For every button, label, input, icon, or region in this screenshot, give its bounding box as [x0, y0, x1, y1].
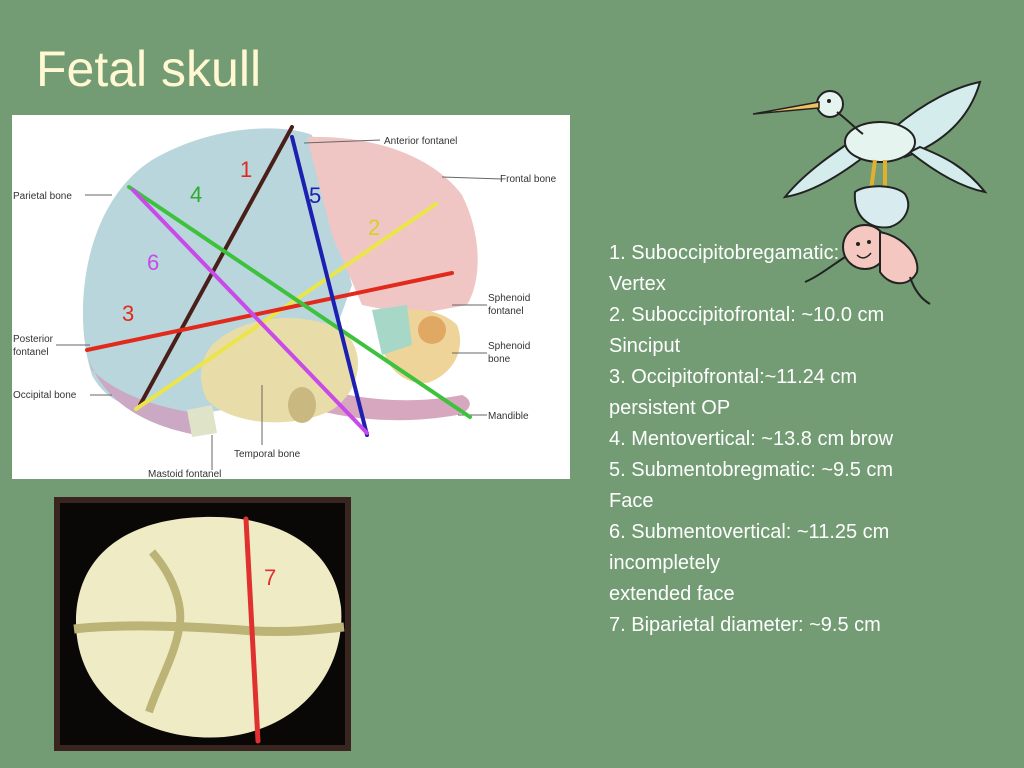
skull-top-svg: 7: [60, 503, 345, 745]
legend-line: incompletely: [609, 552, 721, 574]
orbit-shape: [418, 316, 446, 344]
baby-leg: [909, 276, 931, 305]
label-mastoid-fontanel: Mastoid fontanel: [148, 469, 221, 479]
diameter-lines: [85, 125, 472, 437]
diameter-number-1: 1: [240, 157, 252, 182]
diameter-number-2: 2: [368, 215, 380, 240]
legend-line: 7. Biparietal diameter: ~9.5 cm: [609, 614, 881, 636]
skull-top-view: 7: [54, 497, 351, 751]
label-parietal-bone: Parietal bone: [13, 191, 72, 202]
label-frontal-bone: Frontal bone: [500, 174, 557, 185]
baby-bundle: [853, 185, 910, 229]
stork-eye: [827, 99, 831, 103]
baby-body: [879, 230, 919, 285]
baby-eye: [867, 240, 871, 244]
mastoid-fontanel-shape: [187, 405, 217, 437]
label-posterior-fontanel-2: fontanel: [13, 347, 49, 358]
label-sphenoid-bone-2: bone: [488, 354, 511, 365]
diameters-legend: 1. Suboccipitobregamatic: ~9.5 cc Vertex…: [609, 238, 1009, 641]
temporal-bone-shape: [200, 318, 359, 423]
diameter-number-3: 3: [122, 301, 134, 326]
baby-arm: [804, 256, 846, 283]
stork-tail: [908, 145, 988, 194]
label-posterior-fontanel-1: Posterior: [13, 334, 54, 345]
diameter-line-5: [290, 135, 369, 437]
legend-line: extended face: [609, 583, 735, 605]
skull-lateral-svg: Anterior fontanel Frontal bone Parietal …: [13, 125, 557, 479]
legend-line: Vertex: [609, 273, 666, 295]
diameter-line-7: [243, 516, 261, 744]
sagittal-suture: [73, 621, 345, 637]
label-mandible: Mandible: [488, 411, 529, 422]
diameter-number-4: 4: [190, 182, 202, 207]
legend-line: 2. Suboccipitofrontal: ~10.0 cm: [609, 304, 885, 326]
stork-clipart: [752, 80, 988, 305]
occipital-bone-shape: [87, 355, 212, 435]
legend-line: 1. Suboccipitobregamatic: ~9.5 cc: [609, 242, 910, 264]
diameter-line-3: [85, 271, 454, 352]
sphenoid-fontanel-shape: [372, 305, 412, 355]
label-sphenoid-fontanel-1: Sphenoid: [488, 293, 530, 304]
legend-line: persistent OP: [609, 397, 731, 419]
stork-beak: [752, 101, 820, 115]
legend-line: 6. Submentovertical: ~11.25 cm: [609, 521, 890, 543]
frontal-bone-shape: [307, 136, 478, 315]
label-temporal-bone: Temporal bone: [234, 449, 301, 460]
diameter-line-4: [127, 185, 472, 419]
slide-title: Fetal skull: [36, 41, 262, 97]
diameter-line-1: [138, 125, 294, 407]
label-occipital-bone: Occipital bone: [13, 390, 77, 401]
label-sphenoid-fontanel-2: fontanel: [488, 306, 524, 317]
baby-eye: [856, 242, 860, 246]
legend-line: Sinciput: [609, 335, 681, 357]
stork-body: [844, 121, 916, 163]
legend-line: Face: [609, 490, 654, 512]
diameter-line-6: [131, 188, 369, 435]
leader-lines: [56, 139, 503, 470]
diameter-number-5: 5: [309, 183, 321, 208]
ear-canal-shape: [288, 387, 316, 423]
diameter-number-6: 6: [147, 250, 159, 275]
stork-right-wing: [893, 80, 982, 159]
legend-line: 5. Submentobregmatic: ~9.5 cm: [609, 459, 894, 481]
stork-neck: [836, 111, 864, 135]
coronal-suture: [145, 549, 185, 714]
skull-illustration: [82, 128, 478, 437]
label-sphenoid-bone-1: Sphenoid: [488, 341, 530, 352]
label-anterior-fontanel: Anterior fontanel: [384, 136, 457, 147]
legend-line: 4. Mentovertical: ~13.8 cm brow: [609, 428, 894, 450]
diameter-number-7: 7: [264, 565, 276, 590]
stork-leg: [869, 159, 877, 191]
baby-mouth: [856, 252, 872, 259]
legend-line: 3. Occipitofrontal:~11.24 cm: [609, 366, 858, 388]
skull-lateral-diagram: Anterior fontanel Frontal bone Parietal …: [12, 115, 570, 479]
